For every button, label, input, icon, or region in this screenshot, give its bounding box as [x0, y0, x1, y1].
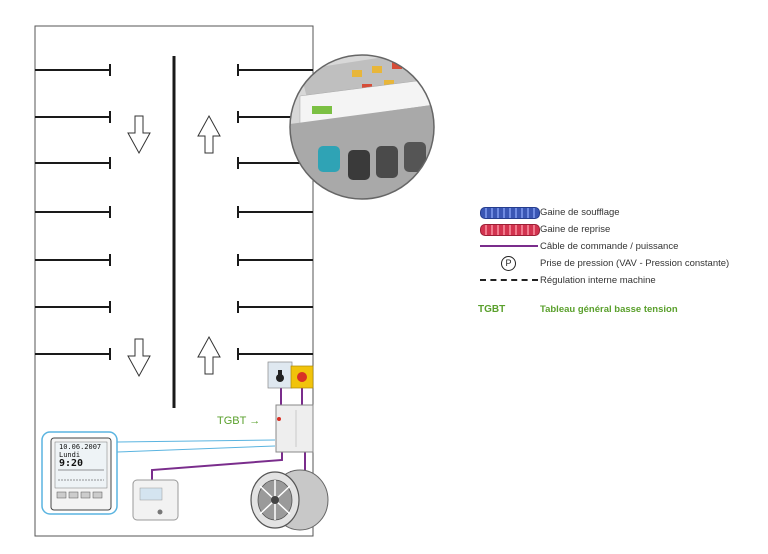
arrow-up-icon — [197, 335, 221, 375]
cable-line-icon — [480, 245, 538, 247]
legend-label: Gaine de reprise — [540, 223, 611, 235]
arrow-down-icon — [127, 115, 151, 155]
tgbt-description: Tableau général basse tension — [540, 303, 678, 315]
legend-item-return-duct: Gaine de reprise — [478, 222, 610, 236]
legend-item-pressure: P Prise de pression (VAV - Pression cons… — [478, 256, 730, 271]
legend-label: Régulation interne machine — [540, 274, 656, 286]
supply-duct-icon — [480, 207, 540, 219]
pressure-sensor — [132, 479, 179, 521]
pressure-tap-icon: P — [501, 256, 516, 271]
callout-lines — [116, 439, 276, 453]
legend-item-tgbt: TGBT Tableau général basse tension — [478, 302, 678, 316]
tgbt-arrow-label: TGBT → — [217, 415, 261, 427]
legend-label: Prise de pression (VAV - Pression consta… — [540, 257, 730, 269]
parking-3d-inset — [289, 54, 435, 200]
legend-item-internal-regulation: Régulation interne machine — [478, 273, 656, 287]
legend-label: Gaine de soufflage — [540, 206, 620, 218]
tgbt-code: TGBT — [478, 303, 506, 315]
return-duct-icon — [480, 224, 540, 236]
dashed-line-icon — [480, 279, 538, 281]
legend-item-supply-duct: Gaine de soufflage — [478, 205, 620, 219]
left-stall-markers — [35, 64, 111, 360]
arrow-up-icon — [197, 114, 221, 154]
legend-label: Câble de commande / puissance — [540, 240, 679, 252]
legend-item-cable: Câble de commande / puissance — [478, 239, 678, 253]
clock-callout — [41, 431, 118, 515]
wall-switch — [267, 361, 293, 389]
clock-date: 10.06.2007 — [59, 443, 102, 451]
clock-time: 9:20 — [59, 458, 84, 469]
arrow-down-icon — [127, 338, 151, 378]
emergency-stop — [290, 365, 314, 389]
tgbt-cabinet — [275, 404, 314, 453]
duct-fan — [250, 469, 329, 531]
clock-day: Lundi — [59, 451, 81, 459]
